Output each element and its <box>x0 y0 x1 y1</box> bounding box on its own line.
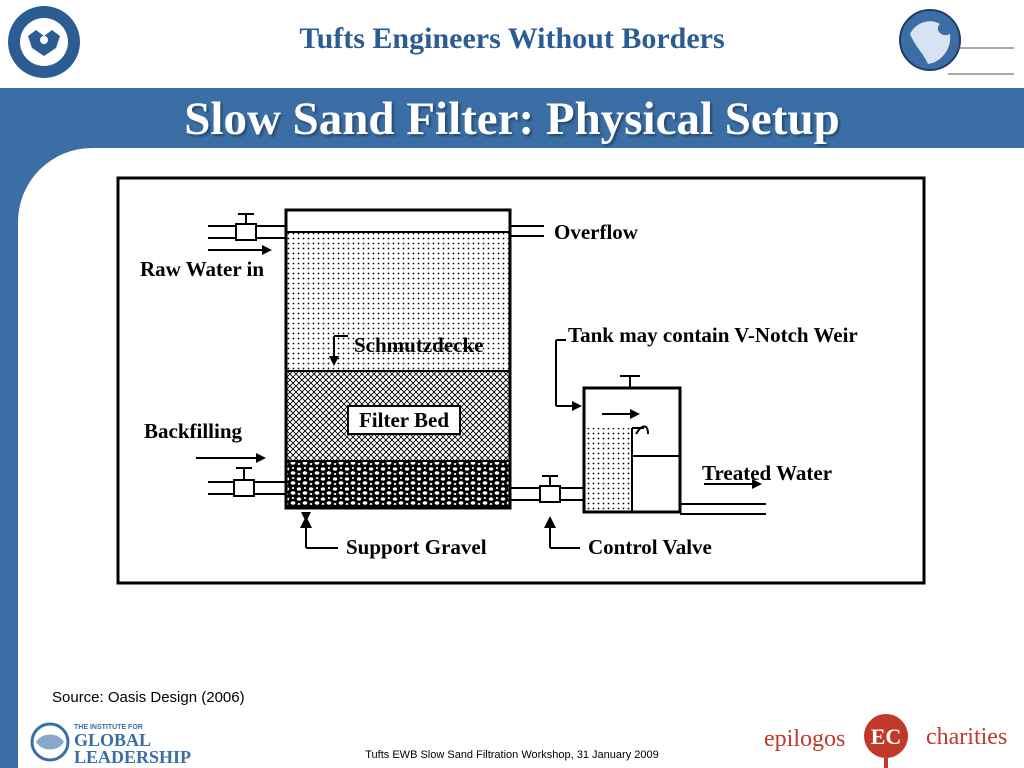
gl-line3: LEADERSHIP <box>74 747 191 766</box>
header-bar <box>0 0 1024 88</box>
footer-text: Tufts EWB Slow Sand Filtration Workshop,… <box>365 749 659 761</box>
schmutzdecke-arrow <box>329 335 348 366</box>
filter-tank <box>284 208 512 510</box>
backfilling-inlet <box>196 453 286 497</box>
label-backfilling: Backfilling <box>144 419 243 443</box>
control-valve-leader <box>544 516 580 549</box>
label-schmutzdecke: Schmutzdecke <box>354 333 484 357</box>
raw-water-inlet <box>208 213 286 255</box>
label-control-valve: Control Valve <box>588 535 712 559</box>
gl-line1: THE INSTITUTE FOR <box>74 724 143 731</box>
gl-line2: GLOBAL <box>74 730 151 750</box>
label-support-gravel: Support Gravel <box>346 535 487 559</box>
weir-tank <box>582 375 766 515</box>
tufts-seal-logo <box>8 6 80 78</box>
overflow-pipe <box>510 225 544 237</box>
source-citation: Source: Oasis Design (2006) <box>52 689 245 706</box>
label-overflow: Overflow <box>554 220 639 244</box>
label-filter-bed: Filter Bed <box>359 408 449 432</box>
label-treated-water: Treated Water <box>702 461 832 485</box>
slide-title: Slow Sand Filter: Physical Setup <box>184 93 840 145</box>
global-leadership-logo: THE INSTITUTE FOR GLOBAL LEADERSHIP <box>30 722 191 766</box>
diagram-border <box>116 176 926 585</box>
ep-left: epilogos <box>764 726 845 752</box>
ep-mark: EC <box>871 724 902 749</box>
ep-right: charities <box>926 724 1007 750</box>
filter-bed-label-box <box>347 405 461 435</box>
ewb-logo <box>899 9 1014 75</box>
slow-sand-filter-diagram: Overflow Raw Water in Schmutzdecke Filte… <box>116 176 926 585</box>
outlet-pipe <box>510 475 584 503</box>
label-raw-water-in: Raw Water in <box>140 257 264 281</box>
support-gravel-leader <box>300 512 338 549</box>
tank-note-leader <box>555 339 582 411</box>
label-tank-note: Tank may contain V-Notch Weir <box>568 323 858 347</box>
header-title: Tufts Engineers Without Borders <box>299 22 725 55</box>
epilogos-charities-logo: epilogos EC charities <box>764 714 1007 768</box>
